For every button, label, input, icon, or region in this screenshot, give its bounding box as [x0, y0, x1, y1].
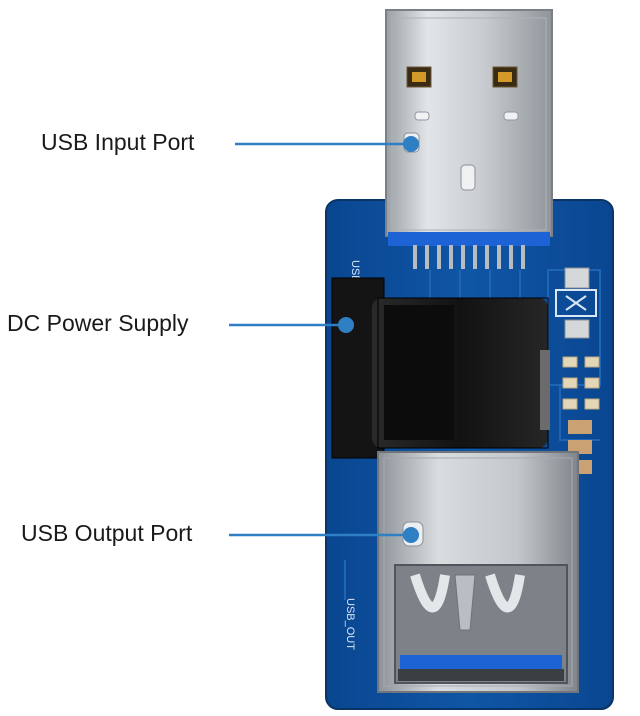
callout-dot-usb-output [403, 527, 419, 543]
input-pins [413, 245, 525, 269]
silkscreen-usb-out: USB_OUT [344, 598, 356, 650]
usb-output-receptacle [377, 451, 579, 693]
callout-dot-usb-input [403, 136, 419, 152]
label-dc-power-supply: DC Power Supply [7, 310, 189, 336]
label-usb-output-port: USB Output Port [21, 520, 193, 546]
callout-dot-dc-power [338, 317, 354, 333]
label-usb-input-port: USB Input Port [41, 129, 195, 155]
usb-input-plug [385, 9, 553, 246]
dc-barrel-jack [331, 277, 550, 459]
